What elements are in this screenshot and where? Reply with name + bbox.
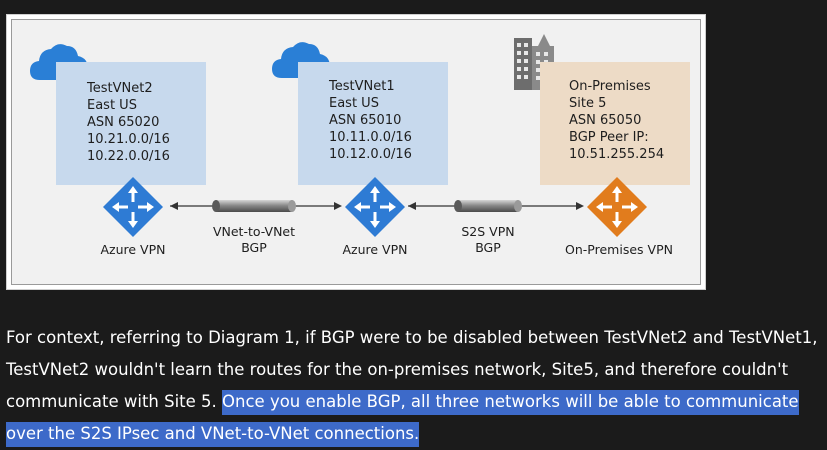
tunnel-icon-right [454,200,522,212]
tunnel-icon-left [212,200,296,212]
onprem-name: On-Premises [569,79,651,94]
azure-vpn-gateway-icon-mid [345,177,405,237]
diagram-canvas: TestVNet2 East US ASN 65020 10.21.0.0/16… [11,19,701,285]
body-paragraph: For context, referring to Diagram 1, if … [6,322,824,450]
gateway-label-mid: Azure VPN [342,242,408,257]
vnet2-prefix-1: 10.21.0.0/16 [87,132,170,147]
vnet2-name: TestVNet2 [87,81,153,96]
link1-line2: BGP [241,240,267,255]
vnet1-region: East US [329,96,379,111]
onprem-site: Site 5 [569,96,607,111]
paragraph-text: For context, referring to Diagram 1, if … [6,328,818,411]
vnet1-name: TestVNet1 [329,79,395,94]
onprem-box: On-Premises Site 5 ASN 65050 BGP Peer IP… [540,62,690,185]
vnet2-prefix-2: 10.22.0.0/16 [87,149,170,164]
vnet1-asn: ASN 65010 [329,113,402,128]
gateway-label-right: On-Premises VPN [565,242,673,257]
network-diagram-image: TestVNet2 East US ASN 65020 10.21.0.0/16… [6,14,706,290]
link1-line1: VNet-to-VNet [212,224,296,239]
onprem-asn: ASN 65050 [569,113,642,128]
gateway-label-left: Azure VPN [100,242,166,257]
vnet1-box: TestVNet1 East US ASN 65010 10.11.0.0/16… [298,62,448,185]
vnet2-asn: ASN 65020 [87,115,160,130]
onprem-peer-label: BGP Peer IP: [569,130,649,145]
azure-vpn-gateway-icon-left [103,177,163,237]
onprem-vpn-gateway-icon [587,177,647,237]
connection-lines [170,200,584,212]
vnet2-box: TestVNet2 East US ASN 65020 10.21.0.0/16… [56,62,206,185]
link-label-vnet-to-vnet: VNet-to-VNet BGP [202,224,306,256]
link2-line2: BGP [475,240,501,255]
link2-line1: S2S VPN [461,224,515,239]
vnet2-region: East US [87,98,137,113]
vnet1-prefix-1: 10.11.0.0/16 [329,130,412,145]
link-label-s2s: S2S VPN BGP [452,224,524,256]
vnet1-prefix-2: 10.12.0.0/16 [329,147,412,162]
onprem-peer-ip: 10.51.255.254 [569,147,665,162]
